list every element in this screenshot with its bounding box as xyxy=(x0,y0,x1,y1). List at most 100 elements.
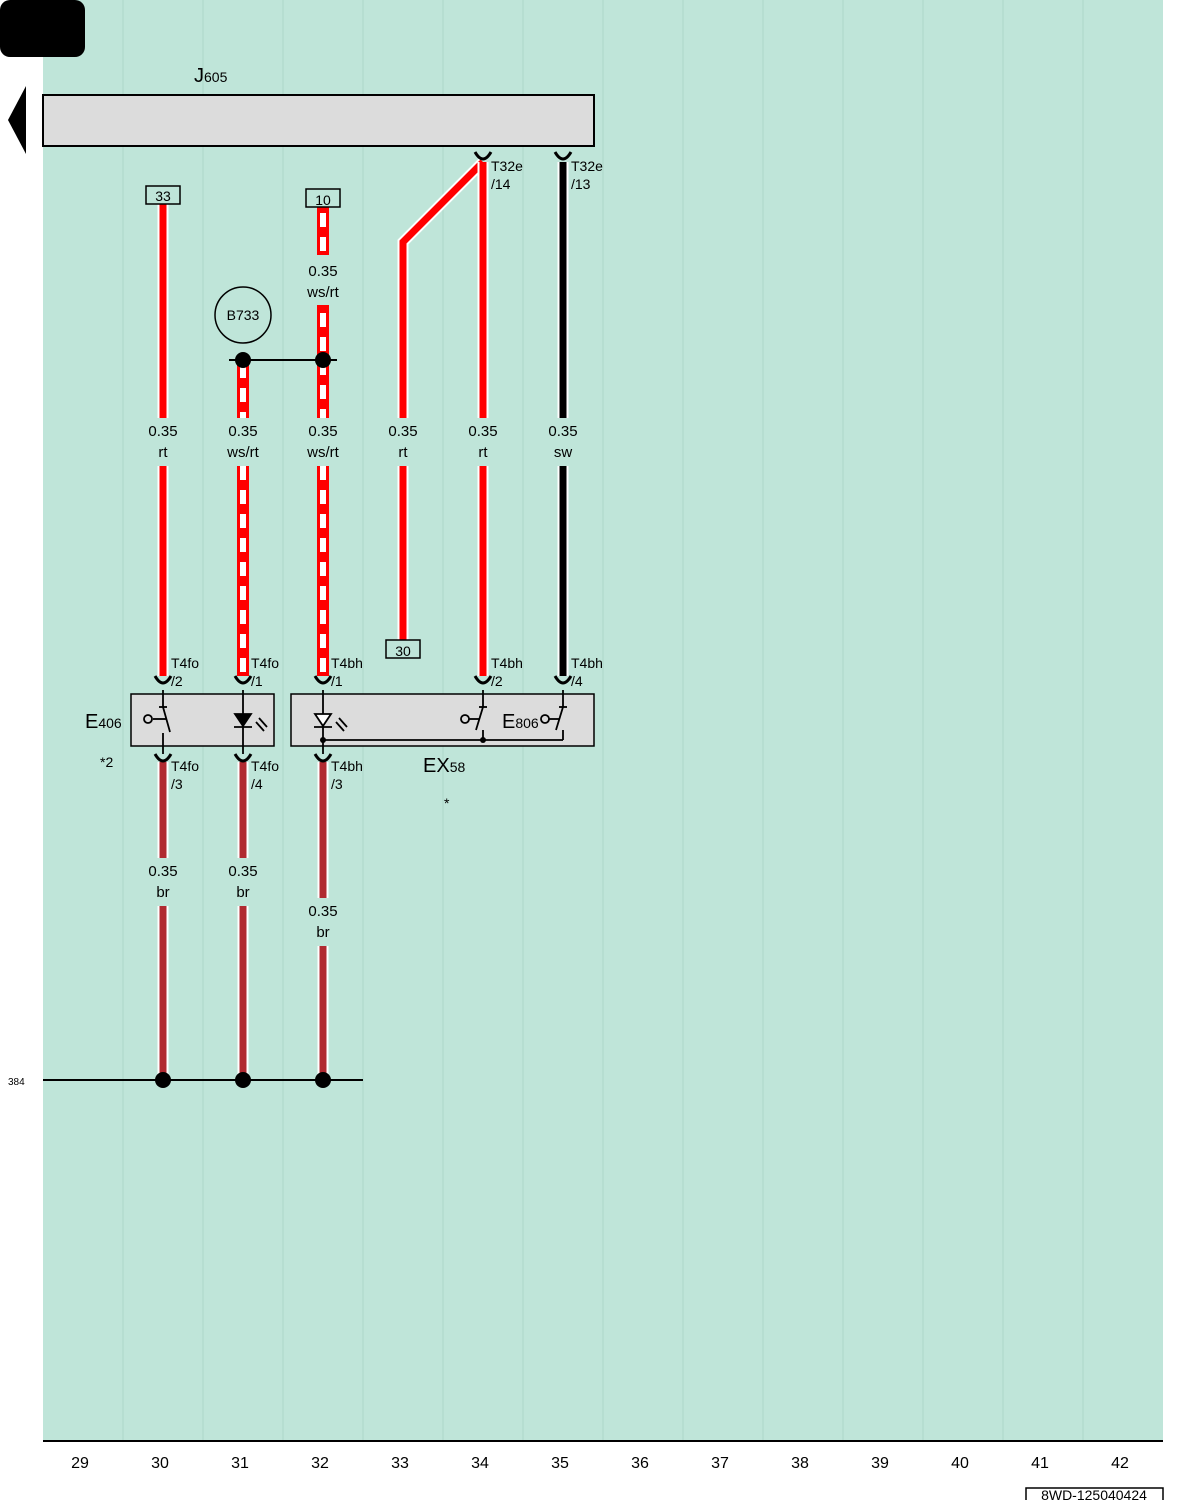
b733-splice-circle xyxy=(214,286,272,344)
ref-box-33-label: 33 xyxy=(155,188,171,204)
ground-node xyxy=(155,1072,171,1088)
column-number: 38 xyxy=(791,1455,809,1472)
column-numbers: 29 30 31 32 33 34 35 36 37 38 39 40 41 4… xyxy=(71,1455,1129,1472)
switch-icon xyxy=(143,690,171,754)
e806-label: E806 xyxy=(502,711,539,733)
connector-c9-name: T4fo xyxy=(251,758,279,774)
ref-box-30-label: 30 xyxy=(395,643,411,659)
wire-30-color: rt xyxy=(158,444,168,461)
wire-30-low-color: br xyxy=(156,884,169,901)
column-number: 36 xyxy=(631,1455,649,1472)
connector-c3-pin: /2 xyxy=(171,673,183,689)
connector-cup-icon xyxy=(553,151,573,161)
column-number: 34 xyxy=(471,1455,489,1472)
wire-33-color: rt xyxy=(398,444,408,461)
led-icon xyxy=(233,690,268,754)
wire-34-color: rt xyxy=(478,444,488,461)
column-number: 40 xyxy=(951,1455,969,1472)
j605-box xyxy=(42,94,595,147)
connector-c10-pin: /3 xyxy=(331,776,343,792)
column-number: 42 xyxy=(1111,1455,1129,1472)
column-number: 35 xyxy=(551,1455,569,1472)
ref-box-10-label: 10 xyxy=(315,192,331,208)
connector-labels: T32e /14 T32e /13 T4fo /2 T4fo /1 T4bh /… xyxy=(171,158,603,792)
wire-33 xyxy=(397,158,487,640)
connector-c4-pin: /1 xyxy=(251,673,263,689)
splice-node xyxy=(315,352,331,368)
column-number: 37 xyxy=(711,1455,729,1472)
wire-32-low-color: br xyxy=(316,924,329,941)
j605-label: J605 xyxy=(194,65,228,87)
connector-cup-icon xyxy=(553,675,573,685)
doc-id: 8WD-125040424 xyxy=(1041,1487,1147,1500)
column-number: 41 xyxy=(1031,1455,1049,1472)
connector-c7-pin: /4 xyxy=(571,673,583,689)
connector-cup-icon xyxy=(153,753,173,763)
wire-32-top-size: 0.35 xyxy=(308,263,337,280)
wire-31-size: 0.35 xyxy=(228,423,257,440)
wire-32-top-color: ws/rt xyxy=(306,284,339,301)
wire-30-size: 0.35 xyxy=(148,423,177,440)
connector-c5-name: T4bh xyxy=(331,655,363,671)
previous-page-arrow-icon[interactable] xyxy=(8,86,26,154)
ref-box-33[interactable]: 33 xyxy=(145,185,181,205)
wire-35-color: sw xyxy=(554,444,573,461)
ground-node xyxy=(235,1072,251,1088)
switch-icon xyxy=(460,690,487,740)
ref-box-30[interactable]: 30 xyxy=(385,639,421,659)
e406-box xyxy=(130,693,275,747)
wire-32-size: 0.35 xyxy=(308,423,337,440)
internal-node xyxy=(320,737,326,743)
connector-c2-pin: /13 xyxy=(571,176,591,192)
connector-c6-name: T4bh xyxy=(491,655,523,671)
column-number: 39 xyxy=(871,1455,889,1472)
ex58-label: EX58 xyxy=(423,755,465,777)
ground-ref-label[interactable]: 384 xyxy=(8,1077,25,1088)
wire-31-low-size: 0.35 xyxy=(228,863,257,880)
ground-node xyxy=(315,1072,331,1088)
e406-label: E406 xyxy=(85,711,122,733)
switch-icon xyxy=(540,690,567,740)
connector-c10-name: T4bh xyxy=(331,758,363,774)
connector-cup-icon xyxy=(233,675,253,685)
wire-32-color: ws/rt xyxy=(306,444,339,461)
e406-note: *2 xyxy=(100,754,113,770)
connector-cup-icon xyxy=(473,151,493,161)
connector-c6-pin: /2 xyxy=(491,673,503,689)
splice-node xyxy=(235,352,251,368)
ref-box-10[interactable]: 10 xyxy=(305,188,341,208)
page-tab xyxy=(0,0,85,57)
column-number: 33 xyxy=(391,1455,409,1472)
connector-c2-name: T32e xyxy=(571,158,603,174)
connector-cup-icon xyxy=(473,675,493,685)
connector-c4-name: T4fo xyxy=(251,655,279,671)
column-number: 29 xyxy=(71,1455,89,1472)
connector-c1-name: T32e xyxy=(491,158,523,174)
wire-32-low-size: 0.35 xyxy=(308,903,337,920)
connector-c7-name: T4bh xyxy=(571,655,603,671)
wire-30-low-size: 0.35 xyxy=(148,863,177,880)
wire-31-color: ws/rt xyxy=(226,444,259,461)
wire-35-size: 0.35 xyxy=(548,423,577,440)
connector-cup-icon xyxy=(153,675,173,685)
wire-33-size: 0.35 xyxy=(388,423,417,440)
wire-31-low-color: br xyxy=(236,884,249,901)
column-number: 31 xyxy=(231,1455,249,1472)
internal-node xyxy=(480,737,486,743)
wires xyxy=(157,158,569,1078)
wire-34-size: 0.35 xyxy=(468,423,497,440)
connector-cup-icon xyxy=(313,675,333,685)
connector-c8-name: T4fo xyxy=(171,758,199,774)
connector-symbols xyxy=(153,151,573,763)
connector-c8-pin: /3 xyxy=(171,776,183,792)
connector-cup-icon xyxy=(233,753,253,763)
internal-symbols xyxy=(143,690,567,754)
led-icon xyxy=(313,690,348,754)
connector-c5-pin: /1 xyxy=(331,673,343,689)
ex58-note: * xyxy=(444,795,450,811)
connector-c9-pin: /4 xyxy=(251,776,263,792)
wire-labels: 0.35 ws/rt 0.35 rt 0.35 ws/rt 0.35 ws/rt… xyxy=(148,263,577,941)
b733-label: B733 xyxy=(227,307,260,323)
connector-c1-pin: /14 xyxy=(491,176,511,192)
